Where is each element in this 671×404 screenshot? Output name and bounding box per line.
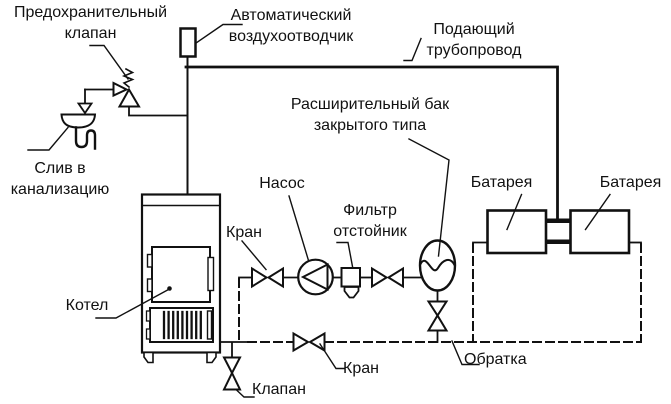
air-vent-icon [179,27,197,58]
label-drain-sewer: Слив в канализацию [1,158,119,200]
supply-pipe-lines [184,55,559,220]
label-filter: Фильтр отстойник [318,200,422,242]
pump-icon [297,258,334,296]
expansion-tank-icon [418,239,457,332]
label-supply-pipe: Подающий трубопровод [414,19,534,61]
radiator-connectors [546,218,571,244]
radiator-left-icon [486,209,548,255]
leader-lines [27,23,611,398]
ball-valve-right-icon [371,266,404,289]
label-filter-line1: Фильтр [343,202,397,219]
label-drain-line2: канализацию [10,181,110,198]
label-boiler: Котел [65,297,109,314]
bypass-valve-icon [292,331,326,353]
ball-valve-left-icon [251,266,284,289]
label-radiator-right: Батарея [599,174,662,191]
label-safety-valve-line1: Предохранительный [13,4,168,21]
safety-valve-icon [112,67,141,108]
label-drain-line1: Слив в [34,160,86,177]
label-safety-valve-line2: клапан [64,25,117,42]
label-tank-line1: Расширительный бак [290,96,450,113]
return-pipe-lines [238,243,642,343]
label-air-vent-line1: Автоматический [230,7,352,24]
label-safety-valve: Предохранительный клапан [1,2,180,44]
drain-valve-icon [222,356,242,391]
label-expansion-tank: Расширительный бак закрытого типа [277,94,463,136]
label-supply-line2: трубопровод [426,42,522,59]
safety-valve-branch-lines [84,88,189,117]
label-return-pipe: Обратка [464,351,527,368]
filter-icon [340,267,361,299]
label-valve-return: Кран [343,360,379,377]
drain-funnel-icon [60,102,97,150]
label-valve-supply-side: Кран [226,224,262,241]
radiator-right-icon [569,209,631,255]
pump-line-segments [282,276,439,343]
boiler-grate-bars [162,310,202,340]
label-tank-line2: закрытого типа [313,117,427,134]
label-radiator-left: Батарея [470,174,533,191]
label-filter-line2: отстойник [333,223,407,240]
label-air-vent-line2: воздухоотводчик [228,28,354,45]
label-pump: Насос [259,175,305,192]
label-drain-valve: Клапан [252,381,306,398]
label-air-vent: Автоматический воздухоотводчик [221,5,361,47]
label-supply-line1: Подающий [433,21,515,38]
boiler [140,193,222,364]
return-pipe-solid-stubs [219,241,642,358]
